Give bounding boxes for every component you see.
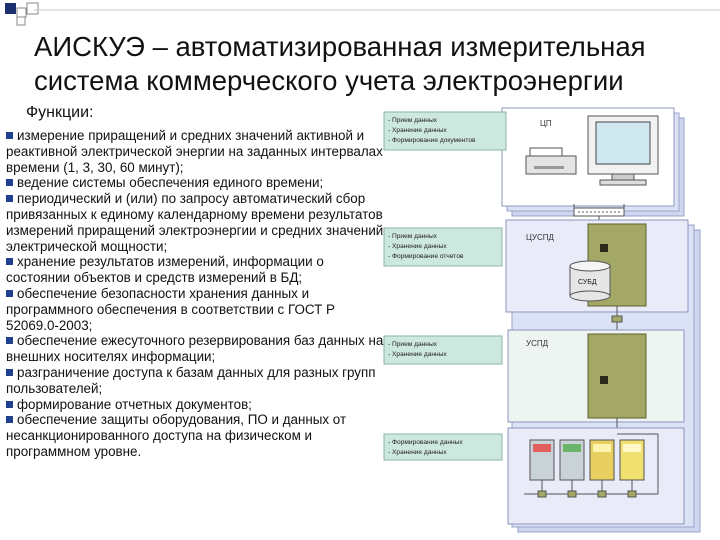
notes-cp: - Прием данных - Хранение данных - Форми… (383, 111, 507, 151)
note-text: - Формирование документов (388, 137, 476, 144)
bullet-icon (6, 258, 13, 266)
note-text: - Прием данных (388, 233, 438, 240)
note-text: - Хранение данных (388, 243, 447, 250)
cuspd-label: ЦУСПД (526, 233, 555, 242)
computer-icon (587, 115, 659, 186)
top-rule (34, 9, 720, 11)
notes-uspd: - Прием данных - Хранение данных (383, 335, 503, 365)
function-item: обеспечение ежесуточного резервирования … (6, 333, 384, 365)
notes-meters: - Формирование данных - Хранение данных (383, 433, 503, 461)
meter-1 (529, 439, 555, 481)
bullet-icon (6, 337, 13, 345)
functions-heading: Функции: (26, 104, 94, 121)
functions-list: измерение приращений и средних значений … (6, 128, 388, 460)
connector-plug (611, 315, 623, 323)
title-line-1: АИСКУЭ – автоматизированная измерительна… (34, 31, 646, 62)
bullet-icon (6, 289, 13, 297)
uspd-cabinet (587, 333, 647, 419)
uspd-label: УСПД (526, 339, 549, 348)
note-text: - Хранение данных (388, 449, 447, 456)
notes-cuspd: - Прием данных - Хранение данных - Форми… (383, 227, 503, 267)
level-uspd: УСПД (507, 329, 685, 423)
architecture-diagram: ЦП - Прием данных - Хранение данных - Фо… (383, 107, 701, 533)
db-label: СУБД (578, 279, 597, 286)
level-meters (507, 427, 685, 525)
function-item: обеспечение защиты оборудования, ПО и да… (6, 412, 347, 459)
database-icon: СУБД (569, 260, 611, 302)
bullet-icon (6, 195, 13, 203)
note-text: - Формирование отчетов (388, 253, 464, 260)
function-item: периодический и (или) по запросу автомат… (6, 191, 384, 254)
function-item: обеспечение безопасности хранения данных… (6, 285, 335, 333)
bullet-icon (6, 132, 13, 139)
note-text: - Хранение данных (388, 127, 447, 134)
title-line-2: система коммерческого учета электроэнерг… (34, 65, 624, 96)
meter-2 (559, 439, 585, 481)
bullet-icon (6, 416, 13, 424)
bullet-icon (6, 400, 13, 408)
function-item: формирование отчетных документов; (6, 397, 388, 413)
meter-3 (589, 439, 615, 481)
corner-decoration (5, 2, 39, 26)
function-item: хранение результатов измерений, информац… (6, 254, 324, 286)
printer-icon (525, 147, 577, 175)
cp-label: ЦП (540, 119, 552, 128)
note-text: - Прием данных (388, 117, 438, 124)
function-item: разграничение доступа к базам данных для… (6, 364, 376, 396)
note-text: - Хранение данных (388, 351, 447, 358)
meter-4 (619, 439, 645, 481)
function-item: измерение приращений и средних значений … (6, 128, 383, 175)
bullet-icon (6, 179, 13, 187)
slide-title: АИСКУЭ – автоматизированная измерительна… (34, 30, 674, 98)
note-text: - Прием данных (388, 341, 438, 348)
function-item: ведение системы обеспечения единого врем… (6, 175, 388, 191)
note-text: - Формирование данных (388, 439, 463, 446)
level-cp: ЦП (501, 107, 685, 217)
bullet-icon (6, 368, 13, 376)
